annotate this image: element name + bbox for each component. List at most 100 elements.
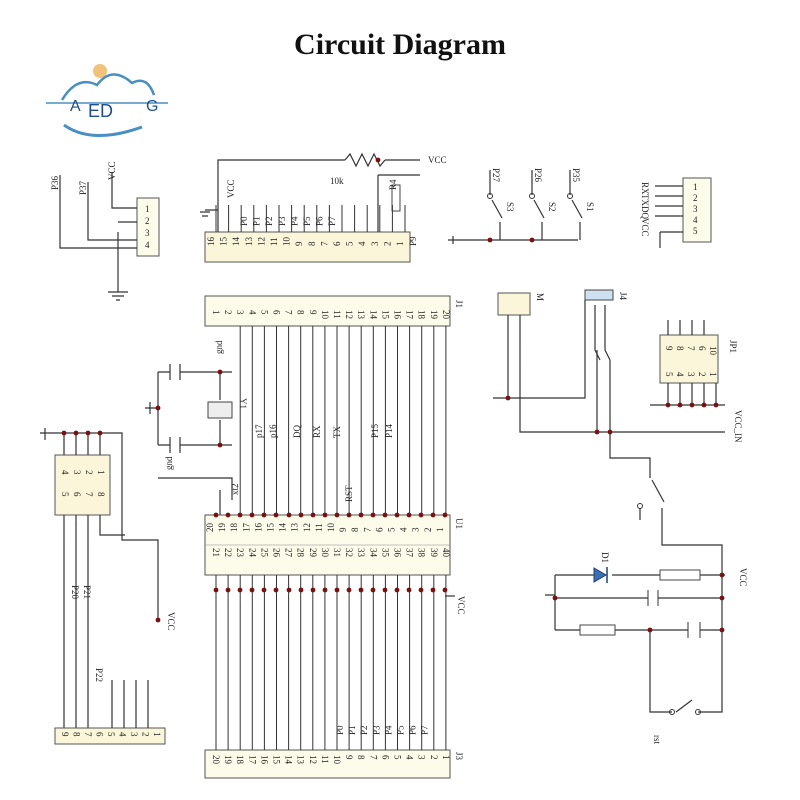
junction-dot: [665, 402, 671, 408]
bus-label-p7: P7: [327, 216, 337, 226]
p9-pin-4: 4: [357, 241, 367, 246]
junction-dot: [225, 587, 231, 593]
u1-pin-34: 34: [368, 548, 378, 558]
j3-pin-17: 17: [247, 755, 257, 765]
junction-dot: [61, 430, 67, 436]
u1-pin-7: 7: [362, 527, 372, 532]
h9-pin-3: 3: [129, 732, 139, 737]
junction-dot: [237, 512, 243, 518]
conn5-pin-3: 3: [693, 204, 698, 214]
bus-label-p0: P0: [239, 216, 249, 226]
label-rx: RX: [312, 425, 322, 438]
label-tx: TX: [332, 426, 342, 438]
j3-pin-2: 2: [429, 755, 439, 760]
conn5-pin-2: 2: [693, 193, 698, 203]
p9-pin-15: 15: [219, 237, 229, 247]
u1-pin-3: 3: [411, 527, 421, 532]
jp1-pin-4: 4: [675, 372, 685, 377]
label-j1: J1: [454, 300, 464, 308]
power-switch-contact: [637, 503, 643, 509]
jp1-wires: [650, 320, 725, 406]
u1-pin-36: 36: [393, 548, 403, 558]
j1-pin-12: 12: [344, 310, 354, 319]
label-vcc-4: VCC: [456, 596, 466, 615]
conn5-pin-4: 4: [693, 215, 698, 225]
u1-pin-19: 19: [217, 523, 227, 533]
label-p20: P20: [70, 585, 80, 600]
label-rst-low: rst: [652, 735, 662, 744]
conn4-pin-1: 1: [145, 204, 150, 214]
logo-letter-a: A: [70, 98, 81, 115]
u1-pin-29: 29: [308, 548, 318, 558]
u1-pin-6: 6: [374, 527, 384, 532]
label-vcc-6: VCC: [738, 568, 748, 587]
label-dq: DQ: [292, 425, 302, 438]
junction-dot: [375, 157, 381, 163]
resistor-r4: [391, 184, 401, 212]
u1-pin-2: 2: [423, 528, 433, 533]
u1-pin-33: 33: [356, 548, 366, 558]
junction-dot: [418, 587, 424, 593]
p9-pin-14: 14: [231, 237, 241, 247]
jp1-pin-7: 7: [686, 346, 696, 351]
bus-label-p6: P6: [315, 216, 325, 226]
jp1-pin-3: 3: [686, 372, 696, 377]
logo-letter-g: G: [146, 98, 158, 115]
j3-pin-1: 1: [441, 755, 451, 760]
junction-dot: [286, 512, 292, 518]
junction-dot: [322, 512, 328, 518]
junction-dot: [225, 512, 231, 518]
resistor-10k: [344, 152, 386, 168]
junction-dot: [213, 587, 219, 593]
p9-pin-1: 1: [395, 242, 405, 247]
u1-pin-31: 31: [332, 548, 342, 557]
junction-dot: [406, 587, 412, 593]
j3-pin-19: 19: [223, 755, 233, 765]
conn4-pin-4: 4: [145, 240, 150, 250]
junction-dot: [97, 430, 103, 436]
u1-pin-4: 4: [399, 527, 409, 532]
j3-pin-8: 8: [356, 755, 366, 760]
j3-pin-10: 10: [332, 755, 342, 765]
u1-pin-18: 18: [229, 523, 239, 533]
junction-dot: [689, 402, 695, 408]
p9-pin-9: 9: [294, 241, 304, 246]
power-wires: [493, 300, 725, 433]
logo-sun: [93, 64, 107, 78]
header-j3-body: [204, 749, 451, 779]
j1-pin-11: 11: [332, 310, 342, 319]
logo: A ED G: [46, 64, 168, 137]
u1-pin-10: 10: [326, 523, 336, 533]
p9-pin-6: 6: [332, 241, 342, 246]
label-p16: p16: [268, 424, 278, 438]
u1-pin-39: 39: [429, 548, 439, 558]
label-p17: p17: [254, 424, 264, 438]
junction-dot: [155, 617, 161, 623]
j3-pin-7: 7: [368, 755, 378, 760]
label-y1: Y1: [238, 398, 248, 409]
j3-pin-9: 9: [344, 755, 354, 760]
junction-dot: [713, 402, 719, 408]
j3-pin-16: 16: [259, 755, 269, 765]
header-p9-wires: [200, 159, 420, 232]
j3-pin-13: 13: [296, 755, 306, 765]
reset-button-contact: [669, 709, 675, 715]
label-p22: P22: [94, 668, 104, 682]
chip8-pin-1: 1: [96, 470, 106, 475]
label-d1: D1: [600, 552, 610, 563]
conn4-pin-3: 3: [145, 228, 150, 238]
j1-pin-15: 15: [380, 310, 390, 320]
j1-pin-1: 1: [211, 310, 221, 315]
j3-bus-label-p3: P3: [371, 725, 381, 735]
junction-dot: [430, 587, 436, 593]
p9-pin-7: 7: [319, 241, 329, 246]
logo-letters-ed: ED: [88, 101, 113, 121]
junction-dot: [487, 237, 493, 243]
header-j1-body: [204, 295, 451, 327]
j3-bus-label-p1: P1: [347, 725, 357, 735]
p9-pin-2: 2: [382, 242, 392, 247]
